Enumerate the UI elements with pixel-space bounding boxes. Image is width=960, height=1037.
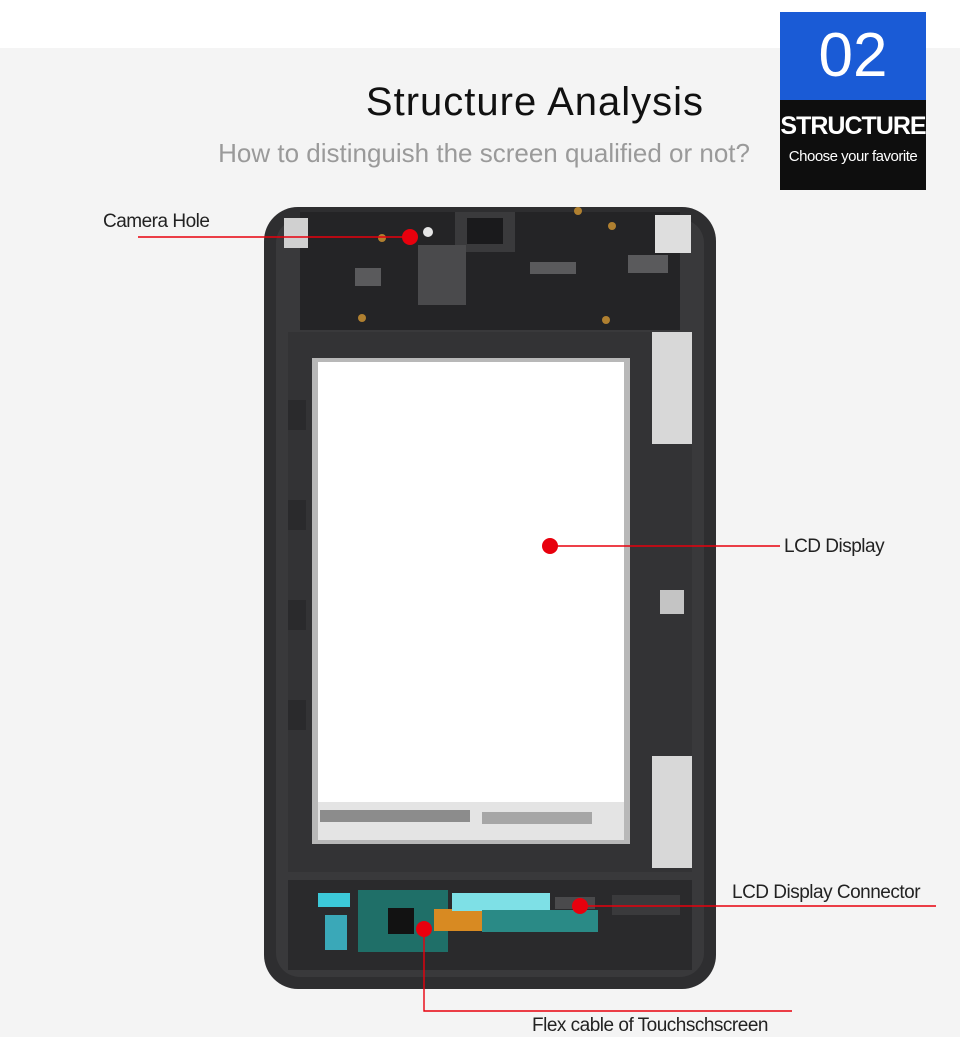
section-tagline: Choose your favorite <box>788 148 918 165</box>
lcd-display-area <box>318 362 624 802</box>
right-bracket-bottom <box>652 756 692 868</box>
corner-clip <box>284 218 308 248</box>
small-bracket <box>628 255 668 273</box>
corner-clip <box>655 215 691 253</box>
flex-connector-tab <box>318 893 350 907</box>
side-tab <box>288 500 306 530</box>
screw <box>358 314 366 322</box>
camera-lens <box>423 227 433 237</box>
flex-callout-dot <box>416 921 432 937</box>
connector-sticker <box>452 893 550 911</box>
screw <box>378 234 386 242</box>
page-title: Structure Analysis <box>365 80 705 124</box>
side-tab <box>288 400 306 430</box>
top-bracket-slot <box>467 218 503 244</box>
right-bracket-top <box>652 332 692 444</box>
section-heading: STRUCTURE <box>780 112 926 140</box>
side-tab <box>288 700 306 730</box>
sensor-block <box>418 245 466 305</box>
page-subtitle: How to distinguish the screen qualified … <box>218 138 750 168</box>
lcd-connector-board <box>482 910 598 932</box>
camera-callout-dot <box>402 229 418 245</box>
touch-ic-chip <box>388 908 414 934</box>
screw <box>602 316 610 324</box>
small-bracket <box>355 268 381 286</box>
flex-callout-line <box>423 929 792 1012</box>
right-clip <box>660 590 684 614</box>
small-bracket <box>530 262 576 274</box>
side-tab <box>288 600 306 630</box>
flex-connector-tab <box>325 915 347 950</box>
camera-hole-label: Camera Hole <box>103 211 210 232</box>
lcd-display-label: LCD Display <box>784 536 885 557</box>
bottom-bracket <box>612 895 680 915</box>
screw <box>574 207 582 215</box>
section-number: 02 <box>780 12 926 100</box>
section-badge: 02 STRUCTURE Choose your favorite <box>780 12 927 190</box>
screw <box>608 222 616 230</box>
flex-cable-label: Flex cable of Touchschscreen <box>532 1015 768 1036</box>
lcd-connector-label: LCD Display Connector <box>732 882 921 903</box>
orange-flex-cable <box>434 909 482 931</box>
lcd-barcode <box>320 810 592 824</box>
connector-callout-dot <box>572 898 588 914</box>
lcd-callout-dot <box>542 538 558 554</box>
